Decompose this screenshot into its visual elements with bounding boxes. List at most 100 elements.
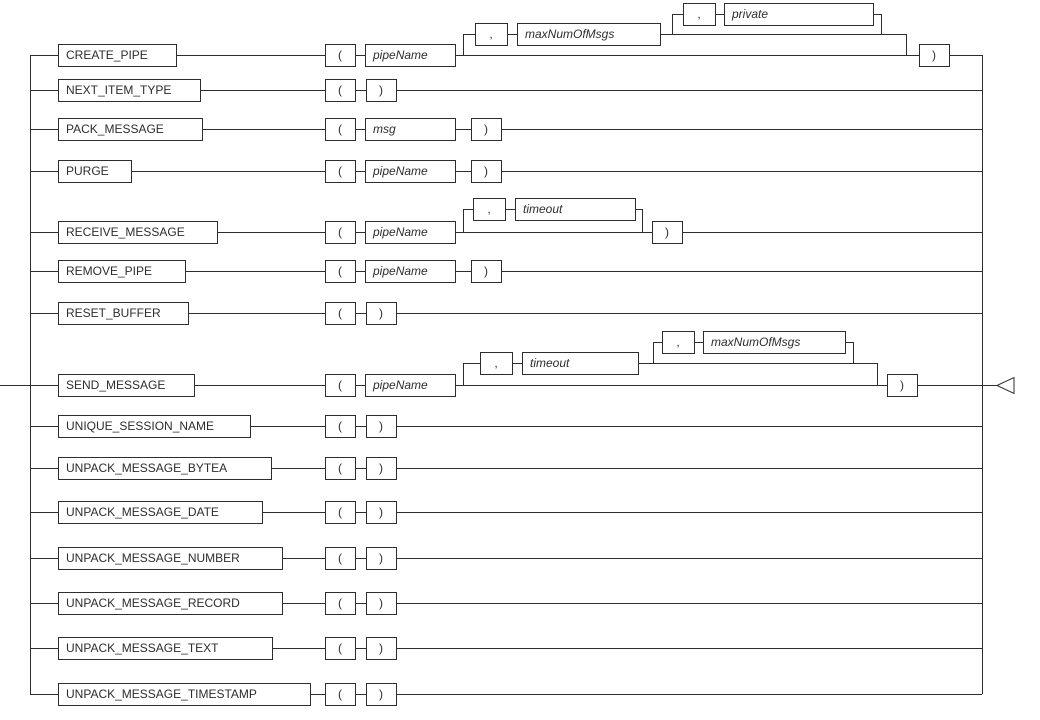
- function-unpack-message-date-box-label: UNPACK_MESSAGE_DATE: [66, 505, 219, 519]
- open-paren-box-border: [325, 547, 356, 570]
- open-paren-box: (: [325, 374, 356, 397]
- close-paren-box-label: ): [379, 419, 383, 433]
- param-pipename-box-border: [365, 260, 456, 283]
- open-paren-box-label: (: [338, 505, 342, 519]
- comma-box: ,: [475, 23, 508, 46]
- open-paren-box: (: [325, 501, 356, 524]
- close-paren-box: ): [366, 683, 397, 706]
- open-paren-box: (: [325, 457, 356, 480]
- comma-box: ,: [662, 331, 695, 354]
- comma-box: ,: [480, 352, 513, 375]
- param-maxnumofmsgs-box-border: [517, 23, 661, 46]
- close-paren-box-label: ): [665, 225, 669, 239]
- close-paren-box-label: ): [484, 264, 488, 278]
- param-pipename-box-border: [365, 221, 456, 244]
- open-paren-box-border: [325, 44, 356, 67]
- open-paren-box: (: [325, 683, 356, 706]
- function-unpack-message-number-box-label: UNPACK_MESSAGE_NUMBER: [66, 551, 240, 565]
- function-unpack-message-timestamp-box: UNPACK_MESSAGE_TIMESTAMP: [58, 683, 311, 706]
- open-paren-box-label: (: [338, 596, 342, 610]
- close-paren-box-border: [366, 683, 397, 706]
- close-paren-box: ): [471, 260, 502, 283]
- function-pack-message-box: PACK_MESSAGE: [58, 118, 203, 141]
- close-paren-box-border: [919, 44, 950, 67]
- open-paren-box: (: [325, 118, 356, 141]
- close-paren-box-label: ): [379, 461, 383, 475]
- param-pipename-box: pipeName: [365, 44, 456, 67]
- open-paren-box: (: [325, 547, 356, 570]
- function-unpack-message-number-box: UNPACK_MESSAGE_NUMBER: [58, 547, 283, 570]
- param-timeout-box: timeout: [515, 198, 636, 221]
- open-paren-box-label: (: [338, 48, 342, 62]
- diagram-nodes: CREATE_PIPE ( pipeName), maxNumOfMsgs, priva…: [58, 3, 1015, 706]
- close-paren-box: ): [366, 547, 397, 570]
- param-timeout-box: timeout: [522, 352, 639, 375]
- close-paren-box-border: [471, 160, 502, 183]
- function-unique-session-name-box-label: UNIQUE_SESSION_NAME: [66, 419, 214, 433]
- close-paren-box: ): [366, 79, 397, 102]
- close-paren-box: ): [366, 415, 397, 438]
- function-unpack-message-date-box: UNPACK_MESSAGE_DATE: [58, 501, 263, 524]
- close-paren-box-border: [652, 221, 683, 244]
- open-paren-box: (: [325, 44, 356, 67]
- open-paren-box-label: (: [338, 264, 342, 278]
- close-paren-box: ): [471, 160, 502, 183]
- param-msg-box-label: msg: [373, 122, 396, 136]
- close-paren-box-label: ): [379, 687, 383, 701]
- function-purge-box-label: PURGE: [66, 164, 109, 178]
- open-paren-box-border: [325, 118, 356, 141]
- open-paren-box-label: (: [338, 122, 342, 136]
- function-unpack-message-text-box-border: [58, 637, 273, 660]
- param-private-box-label: private: [731, 7, 768, 21]
- function-unpack-message-date-box-border: [58, 501, 263, 524]
- function-next-item-type-box-label: NEXT_ITEM_TYPE: [66, 83, 171, 97]
- function-unpack-message-record-box: UNPACK_MESSAGE_RECORD: [58, 592, 283, 615]
- open-paren-box-border: [325, 302, 356, 325]
- close-paren-box-label: ): [484, 122, 488, 136]
- function-unpack-message-timestamp-box-label: UNPACK_MESSAGE_TIMESTAMP: [66, 687, 257, 701]
- close-paren-box-label: ): [900, 378, 904, 392]
- close-paren-box-border: [366, 415, 397, 438]
- function-unpack-message-record-box-label: UNPACK_MESSAGE_RECORD: [66, 596, 240, 610]
- open-paren-box-label: (: [338, 306, 342, 320]
- open-paren-box-border: [325, 415, 356, 438]
- function-purge-box: PURGE: [58, 160, 132, 183]
- param-timeout-box-border: [515, 198, 636, 221]
- comma-box-border: [480, 352, 513, 375]
- open-paren-box: (: [325, 221, 356, 244]
- function-create-pipe-box-border: [58, 44, 177, 67]
- comma-box: ,: [473, 198, 506, 221]
- close-paren-box: ): [366, 457, 397, 480]
- close-paren-box-label: ): [379, 641, 383, 655]
- param-maxnumofmsgs-box: maxNumOfMsgs: [703, 331, 846, 354]
- function-receive-message-box: RECEIVE_MESSAGE: [58, 221, 218, 244]
- function-unpack-message-text-box-label: UNPACK_MESSAGE_TEXT: [66, 641, 219, 655]
- function-unique-session-name-box-border: [58, 415, 251, 438]
- open-paren-box-border: [325, 592, 356, 615]
- function-receive-message-box-border: [58, 221, 218, 244]
- param-pipename-box: pipeName: [365, 374, 456, 397]
- param-pipename-box-label: pipeName: [372, 264, 428, 278]
- close-paren-box-border: [471, 260, 502, 283]
- param-pipename-box: pipeName: [365, 260, 456, 283]
- close-paren-box-border: [366, 592, 397, 615]
- close-paren-box: ): [366, 302, 397, 325]
- function-create-pipe-box: CREATE_PIPE: [58, 44, 177, 67]
- close-paren-box-label: ): [379, 83, 383, 97]
- open-paren-box-label: (: [338, 551, 342, 565]
- function-unpack-message-bytea-box: UNPACK_MESSAGE_BYTEA: [58, 457, 272, 480]
- open-paren-box-label: (: [338, 419, 342, 433]
- function-remove-pipe-box-label: REMOVE_PIPE: [66, 264, 152, 278]
- param-private-box-border: [724, 3, 874, 26]
- open-paren-box-label: (: [338, 164, 342, 178]
- open-paren-box: (: [325, 415, 356, 438]
- open-paren-box-border: [325, 683, 356, 706]
- close-paren-box-border: [887, 374, 918, 397]
- comma-box-label: ,: [487, 202, 490, 216]
- close-paren-box-border: [366, 501, 397, 524]
- param-timeout-box-label: timeout: [523, 202, 563, 216]
- param-private-box: private: [724, 3, 874, 26]
- open-paren-box-border: [325, 457, 356, 480]
- open-paren-box: (: [325, 302, 356, 325]
- open-paren-box-label: (: [338, 687, 342, 701]
